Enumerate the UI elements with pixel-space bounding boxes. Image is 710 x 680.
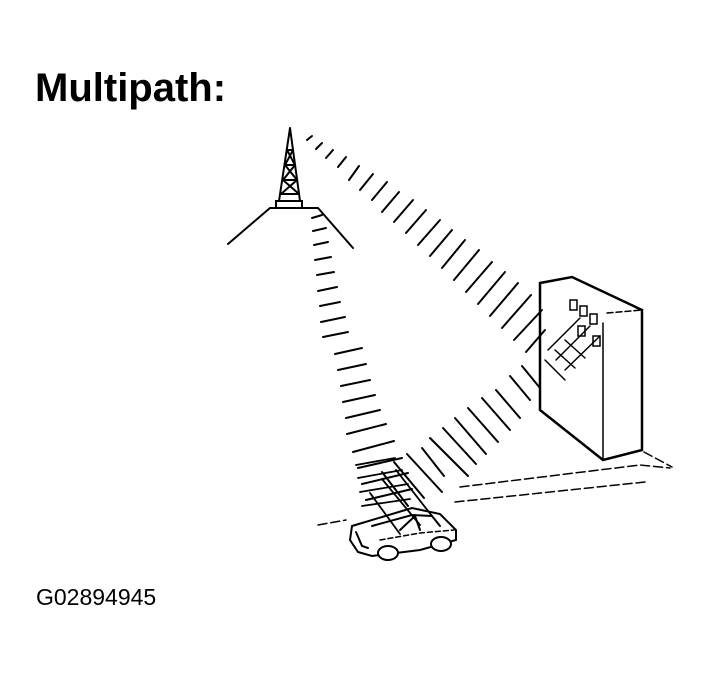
interference-grid: [355, 457, 433, 535]
road: [317, 451, 673, 526]
building-icon: [538, 275, 644, 462]
figure-code: G02894945: [36, 584, 157, 610]
reflected-waves: [381, 365, 541, 507]
hill: [227, 207, 354, 249]
broadcast-tower-icon: [275, 127, 303, 209]
wave-to-building: [306, 135, 546, 353]
direct-signal-waves: [311, 214, 413, 501]
car-icon: [348, 506, 457, 561]
diagram-title: Multipath:: [35, 66, 227, 110]
building-windows: [544, 299, 601, 381]
